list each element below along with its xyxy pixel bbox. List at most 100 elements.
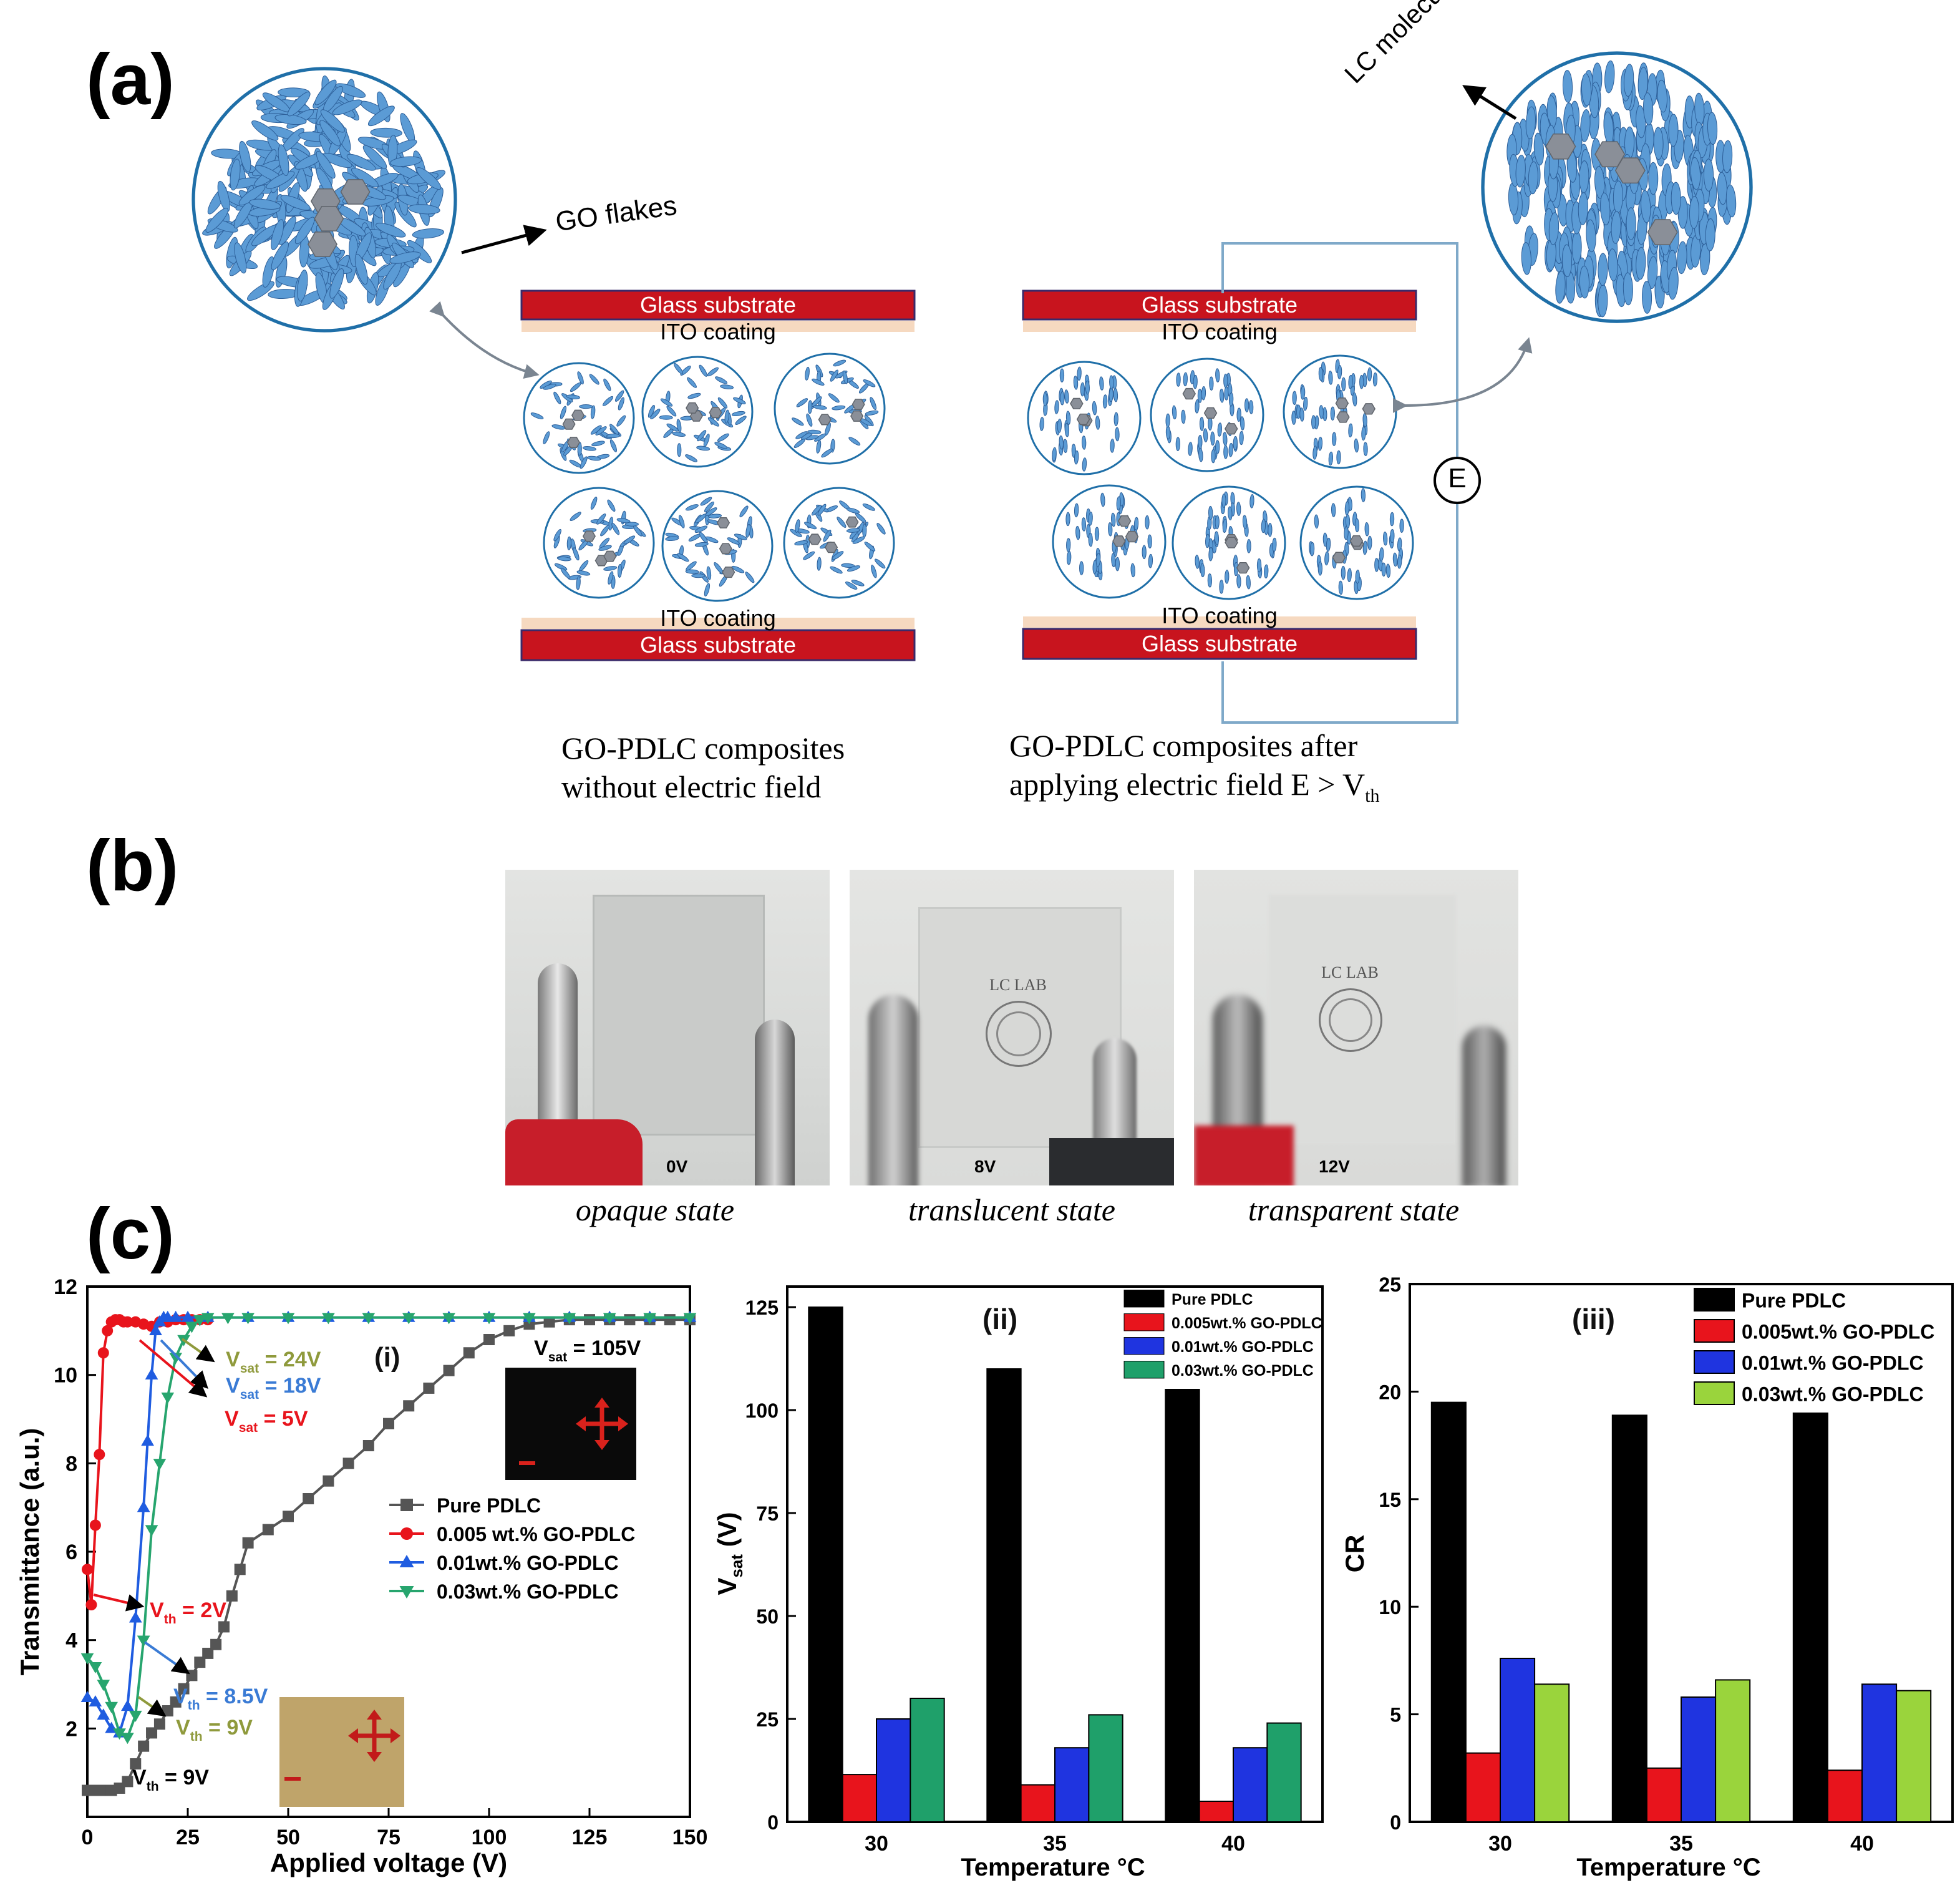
lc-molecule — [1052, 447, 1057, 462]
data-point — [543, 1316, 555, 1328]
y-tick-label: 0 — [1390, 1811, 1401, 1834]
lc-molecule — [1314, 514, 1319, 529]
go-flake — [1236, 562, 1250, 574]
lc-molecule — [238, 185, 266, 206]
x-tick-label: 30 — [1488, 1832, 1512, 1856]
glass-substrate-top-right — [1022, 290, 1417, 321]
polarizer-cross-icon — [356, 1717, 393, 1754]
zoom-droplet-unaligned — [192, 67, 457, 333]
lc-molecule — [1079, 561, 1084, 575]
lc-molecule — [846, 507, 860, 513]
lc-molecule — [1236, 574, 1241, 588]
go-flake — [1594, 141, 1626, 168]
go-flake — [686, 402, 699, 414]
data-point — [137, 1501, 150, 1512]
x-tick-label: 35 — [1669, 1832, 1693, 1856]
lc-molecule — [1337, 365, 1342, 379]
lc-molecule — [795, 519, 800, 533]
lc-molecule — [1331, 503, 1336, 517]
bar — [1646, 1767, 1682, 1823]
data-point — [146, 1727, 158, 1739]
lc-molecule — [1209, 376, 1214, 391]
lc-molecule — [863, 379, 876, 387]
lc-molecule — [875, 558, 886, 569]
lc-molecule — [1671, 182, 1681, 215]
panel-label-b: (b) — [86, 825, 179, 906]
caption-translucent: translucent state — [908, 1192, 1115, 1227]
lc-molecule — [832, 551, 844, 560]
data-point — [82, 1564, 93, 1575]
ito-coating-label: ITO coating — [660, 605, 776, 631]
lc-molecule — [1338, 580, 1343, 595]
data-point — [80, 1690, 94, 1702]
lc-molecule — [1081, 517, 1087, 532]
zoom-droplet-aligned — [1481, 51, 1753, 323]
lc-molecule — [262, 256, 275, 288]
data-point — [362, 1440, 374, 1451]
bar — [1266, 1722, 1302, 1823]
lc-molecule — [707, 367, 719, 377]
lc-molecule — [871, 565, 877, 578]
data-point — [523, 1313, 536, 1325]
legend-label: 0.01wt.% GO-PDLC — [1172, 1338, 1314, 1356]
caption-right-line2-prefix: applying electric field E > V — [1009, 767, 1366, 802]
x-tick-label: 40 — [1221, 1832, 1245, 1856]
lc-molecule — [1108, 522, 1113, 537]
lc-molecule — [606, 433, 621, 439]
lc-molecule — [1054, 400, 1059, 414]
lc-molecule — [1256, 558, 1262, 573]
data-point — [102, 1325, 114, 1336]
lc-molecule — [1363, 442, 1368, 457]
lc-molecule — [1059, 368, 1065, 383]
lc-molecule — [855, 513, 866, 523]
y-tick-label: 2 — [65, 1717, 77, 1741]
lc-molecule-arrow — [1462, 85, 1517, 120]
lc-molecule — [865, 410, 879, 416]
ito-coating-label: ITO coating — [660, 319, 776, 344]
go-flake — [1614, 157, 1646, 184]
lc-molecule — [1581, 73, 1592, 107]
data-point — [226, 1590, 238, 1602]
lc-molecule — [566, 394, 580, 399]
data-point — [218, 1621, 230, 1633]
lc-molecule — [1600, 192, 1611, 226]
go-flakes-arrow — [461, 225, 547, 255]
lc-molecule — [1561, 244, 1572, 278]
lc-molecule — [1594, 166, 1605, 199]
y-tick-label: 25 — [756, 1708, 779, 1731]
chart-panel-label: (ii) — [982, 1303, 1017, 1335]
lc-droplet — [1052, 484, 1167, 599]
lc-droplet — [1172, 485, 1286, 600]
lc-molecule — [1397, 554, 1402, 569]
voltage-tag: 8V — [974, 1157, 996, 1176]
lc-molecule — [543, 384, 556, 390]
ito-coating-top-right — [1023, 321, 1416, 332]
lc-molecule — [1725, 184, 1737, 218]
lc-molecule — [1722, 140, 1733, 173]
lc-molecule — [1647, 256, 1658, 290]
lc-molecule — [793, 439, 805, 449]
lc-molecule — [733, 397, 746, 404]
bar — [1792, 1412, 1828, 1823]
annotation-arrow — [93, 1594, 145, 1612]
lc-molecule — [1379, 547, 1384, 562]
lc-molecule — [1208, 547, 1213, 562]
field-symbol: E — [1448, 463, 1467, 494]
lc-molecule — [1332, 432, 1337, 446]
lc-molecule — [714, 442, 727, 449]
lc-molecule — [1092, 560, 1097, 574]
lc-molecule — [566, 536, 571, 550]
lc-molecule — [1309, 542, 1315, 557]
lc-molecule — [1215, 515, 1220, 530]
lc-molecule — [576, 576, 581, 590]
lc-molecule — [1064, 389, 1069, 404]
lc-molecule — [1604, 60, 1615, 94]
lc-molecule — [1065, 512, 1070, 527]
go-flake — [845, 516, 859, 528]
ito-coating-label: ITO coating — [1162, 319, 1278, 344]
lc-molecule — [1208, 505, 1213, 520]
lc-molecule — [1319, 405, 1324, 419]
lc-molecule — [717, 397, 728, 409]
